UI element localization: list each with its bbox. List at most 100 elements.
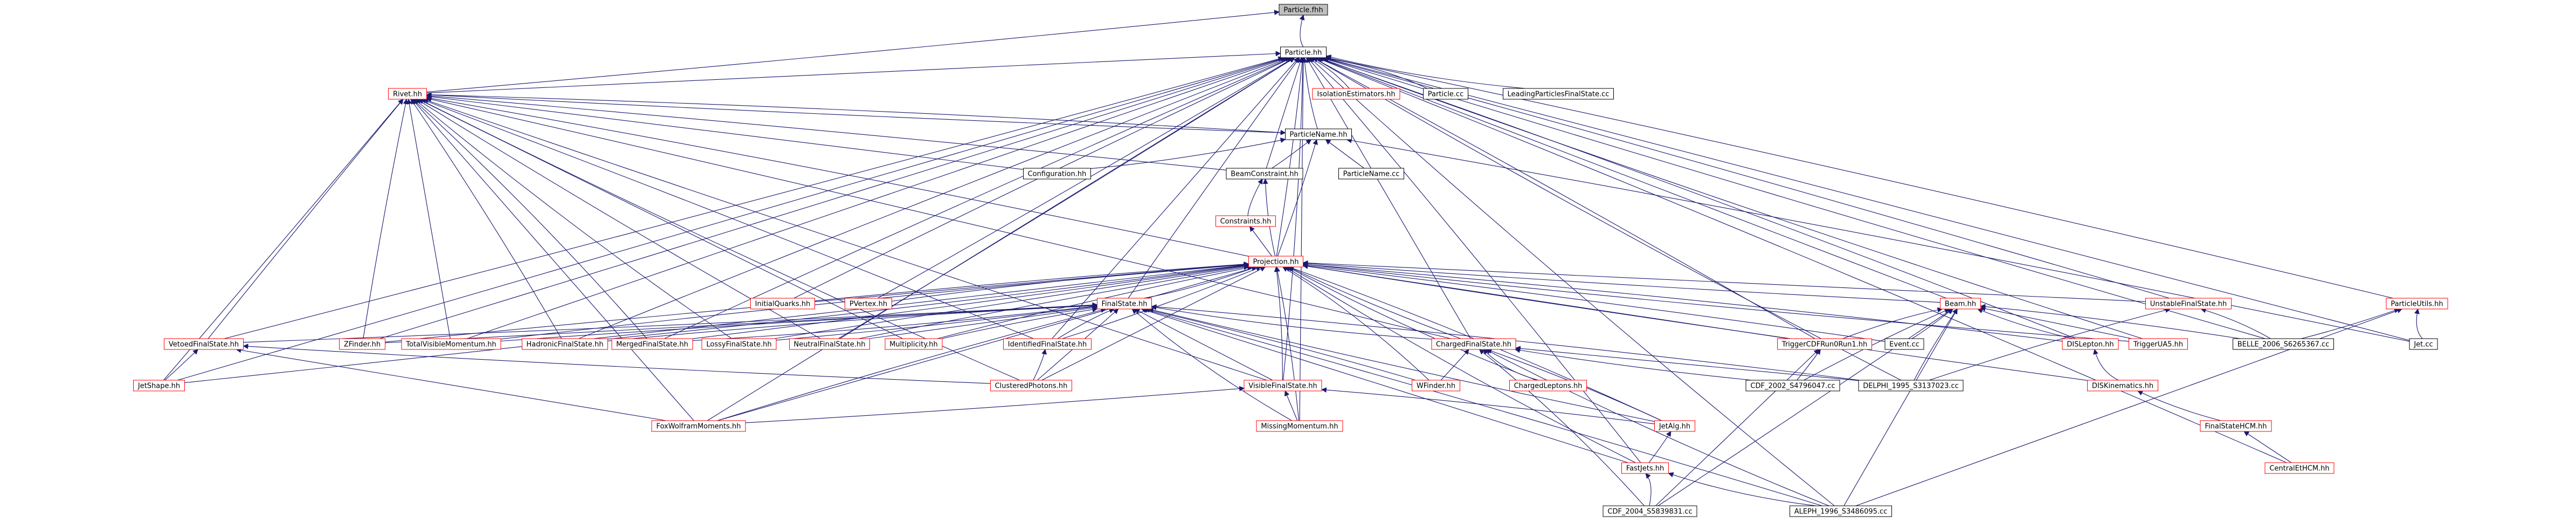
node-chargedleptons[interactable]: ChargedLeptons.hh (1509, 380, 1587, 392)
edge-particlename_hh-beamconstraint (1272, 139, 1312, 169)
edge-jetalg-fastjets (1648, 431, 1672, 463)
edge-projection-charged (1288, 266, 1461, 339)
node-lossy[interactable]: LossyFinalState.hh (701, 338, 777, 350)
edge-beam-triggerua5 (1980, 306, 2132, 339)
node-label: DELPHI_1995_S3137023.cc (1863, 382, 1959, 390)
edge-finalstate-hadronic (607, 303, 1098, 341)
node-triggerua5[interactable]: TriggerUA5.hh (2129, 338, 2188, 350)
node-projection[interactable]: Projection.hh (1248, 256, 1303, 267)
node-foxwolfram[interactable]: FoxWolframMoments.hh (651, 420, 746, 432)
node-label: ParticleName.hh (1290, 131, 1348, 139)
edge-finalstate-vetoed (243, 302, 1098, 343)
node-wfinder[interactable]: WFinder.hh (1412, 380, 1460, 392)
edge-finalstate-wfinder (1144, 307, 1416, 381)
edge-rivet_hh-merged (412, 99, 647, 339)
node-unstable[interactable]: UnstableFinalState.hh (2145, 298, 2232, 310)
edge-finalstate-jetalg (1148, 307, 1655, 422)
edge-visible-jetalg (1321, 387, 1655, 424)
node-constraints[interactable]: Constraints.hh (1216, 215, 1276, 227)
node-zfinder[interactable]: ZFinder.hh (339, 338, 385, 350)
edge-particle_hh-totalvisible (467, 57, 1288, 339)
node-configuration[interactable]: Configuration.hh (1023, 168, 1091, 180)
node-label: Jet.cc (2413, 341, 2433, 349)
node-particle-cc[interactable]: Particle.cc (1423, 88, 1468, 100)
node-multiplicity[interactable]: Multiplicity.hh (885, 338, 943, 350)
node-delphi[interactable]: DELPHI_1995_S3137023.cc (1858, 380, 1964, 392)
edge-fastjets-aleph (1668, 472, 1817, 506)
node-cdf2004[interactable]: CDF_2004_S5839831.cc (1603, 505, 1697, 517)
node-vetoed[interactable]: VetoedFinalState.hh (164, 338, 244, 350)
edge-projection-dislepton (1302, 262, 2063, 342)
node-finalstate[interactable]: FinalState.hh (1097, 298, 1152, 310)
node-particleutils[interactable]: ParticleUtils.hh (2386, 298, 2448, 310)
edge-finalstate-neutral (868, 305, 1098, 339)
node-label: Configuration.hh (1028, 170, 1087, 178)
edge-finalstate-identified (1057, 308, 1115, 339)
node-missingmomentum[interactable]: MissingMomentum.hh (1256, 420, 1343, 432)
node-particlename-cc[interactable]: ParticleName.cc (1338, 168, 1404, 180)
node-visible[interactable]: VisibleFinalState.hh (1244, 380, 1322, 392)
node-clustered[interactable]: ClusteredPhotons.hh (990, 380, 1072, 392)
node-jet-cc[interactable]: Jet.cc (2409, 338, 2438, 350)
node-particle-hh[interactable]: Particle.hh (1280, 46, 1327, 58)
node-fastjets[interactable]: FastJets.hh (1621, 462, 1669, 474)
node-label: MissingMomentum.hh (1261, 423, 1338, 431)
edge-projection-wfinder (1282, 266, 1429, 381)
node-particlename-hh[interactable]: ParticleName.hh (1285, 128, 1352, 140)
node-centraletHCM[interactable]: CentralEtHCM.hh (2264, 462, 2335, 474)
edge-rivet_hh-jetshape (163, 99, 404, 381)
edge-particle_hh-visible (1283, 57, 1306, 381)
node-merged[interactable]: MergedFinalState.hh (611, 338, 693, 350)
node-aleph[interactable]: ALEPH_1996_S3486095.cc (1790, 505, 1892, 517)
edge-beam-event_cc (1911, 308, 1953, 339)
edge-projection-event_cc (1302, 263, 1886, 342)
node-beam[interactable]: Beam.hh (1940, 298, 1981, 310)
node-label: Rivet.hh (393, 91, 422, 99)
node-pvertex[interactable]: PVertex.hh (845, 298, 892, 310)
edge-projection-triggerua5 (1302, 262, 2129, 342)
node-beamconstraint[interactable]: BeamConstraint.hh (1226, 168, 1303, 180)
node-label: FastJets.hh (1626, 465, 1664, 473)
edge-vetoed-clustered (243, 344, 991, 384)
edge-finalstate-totalvisible (500, 303, 1098, 342)
edge-particle_hh-dislepton (1317, 57, 2076, 339)
edge-beam-belle (1980, 304, 2241, 339)
node-belle[interactable]: BELLE_2006_S6265367.cc (2233, 338, 2334, 350)
node-label: DISLepton.hh (2067, 341, 2114, 349)
node-leading[interactable]: LeadingParticlesFinalState.cc (1503, 88, 1614, 100)
node-label: WFinder.hh (1417, 382, 1455, 390)
node-isolation[interactable]: IsolationEstimators.hh (1312, 88, 1400, 100)
node-label: Projection.hh (1253, 258, 1299, 266)
edge-particlename_hh-projection (1277, 139, 1318, 257)
node-diskinematics[interactable]: DISKinematics.hh (2087, 380, 2158, 392)
node-finalstatehcm[interactable]: FinalStateHCM.hh (2200, 420, 2272, 432)
node-identified[interactable]: IdentifiedFinalState.hh (1003, 338, 1092, 350)
node-jetalg[interactable]: JetAlg.hh (1654, 420, 1695, 432)
edge-rivet_hh-totalvisible (406, 99, 451, 339)
node-event-cc[interactable]: Event.cc (1884, 338, 1924, 350)
edge-rivet_hh-particlename_hh (426, 92, 1286, 133)
node-label: InitialQuarks.hh (755, 300, 811, 308)
node-totalvisible[interactable]: TotalVisibleMomentum.hh (401, 338, 501, 350)
node-charged[interactable]: ChargedFinalState.hh (1431, 338, 1516, 350)
node-neutral[interactable]: NeutralFinalState.hh (789, 338, 870, 350)
node-cdf2002[interactable]: CDF_2002_S4796047.cc (1745, 380, 1840, 392)
edge-rivet_hh-beamconstraint (426, 93, 1227, 170)
edge-particlename_hh-configuration (1090, 138, 1286, 169)
node-rivet-hh[interactable]: Rivet.hh (388, 88, 427, 100)
edge-fastjets-cdf2004 (1645, 473, 1652, 506)
node-dislepton[interactable]: DISLepton.hh (2062, 338, 2119, 350)
node-triggercdf[interactable]: TriggerCDFRun0Run1.hh (1777, 338, 1872, 350)
edge-projection-beam (1302, 260, 1940, 303)
node-label: BeamConstraint.hh (1231, 170, 1299, 178)
edge-particle_hh-centraletHCM (1316, 57, 2287, 463)
node-initialquarks[interactable]: InitialQuarks.hh (750, 298, 815, 310)
edge-projection-identified (1062, 266, 1262, 339)
node-jetshape[interactable]: JetShape.hh (133, 380, 185, 392)
node-label: Constraints.hh (1220, 218, 1272, 226)
node-hadronic[interactable]: HadronicFinalState.hh (522, 338, 608, 350)
node-label: JetAlg.hh (1659, 423, 1690, 431)
edge-particlename_hh-particlename_cc (1325, 139, 1364, 169)
edge-finalstate-multiplicity (941, 307, 1098, 339)
